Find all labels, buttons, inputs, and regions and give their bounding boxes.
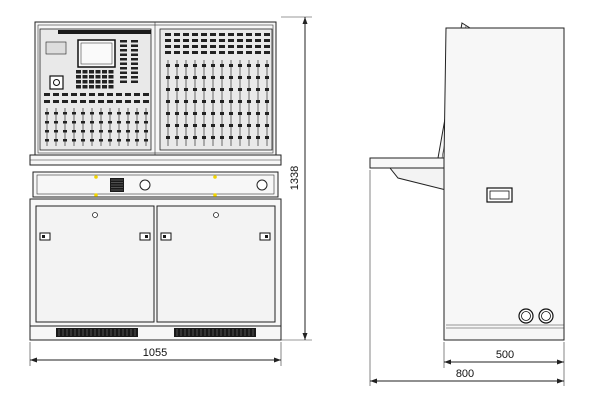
left-ventilation-grille: [56, 328, 138, 337]
left-cabinet-door: [35, 205, 155, 323]
right-ventilation-grille: [174, 328, 256, 337]
front-view: [29, 21, 282, 341]
front-height-label: 1338: [289, 166, 301, 190]
cable-port-icon: [538, 308, 554, 324]
indicator-led-icon: [213, 193, 217, 197]
front-width-label: 1055: [143, 347, 167, 359]
side-cabinet-body: [443, 27, 565, 341]
side-base-depth-label: 500: [496, 349, 514, 361]
side-button-column: [120, 40, 138, 83]
lock-icon: [213, 212, 219, 218]
side-handle-icon: [486, 187, 513, 203]
front-plinth: [29, 325, 282, 341]
keypad: [76, 70, 114, 89]
lock-icon: [92, 212, 98, 218]
header-label-strip: [58, 30, 151, 34]
right-cabinet-door: [156, 205, 276, 323]
front-cabinet: [29, 198, 282, 327]
cable-port-icon: [518, 308, 534, 324]
power-switch-icon: [49, 75, 64, 90]
front-drawer-band: [32, 171, 279, 198]
side-view: [369, 22, 565, 341]
side-desk-top: [369, 157, 447, 169]
side-base-dimension: 500: [443, 342, 565, 386]
indicator-led-icon: [94, 193, 98, 197]
front-upper-console: [34, 21, 277, 156]
connector-port-icon: [256, 179, 268, 191]
right-fader-panel: [159, 28, 273, 151]
side-desk-bracket: [388, 167, 447, 191]
side-total-depth-label: 800: [456, 368, 474, 380]
left-fader-bank: [44, 93, 149, 146]
connector-port-icon: [139, 179, 151, 191]
right-fader-bank: [165, 33, 270, 146]
indicator-led-icon: [213, 175, 217, 179]
front-width-dimension: 1055: [29, 342, 282, 366]
side-total-dimension: 800: [369, 170, 564, 386]
display-screen: [77, 39, 116, 68]
indicator-led-icon: [94, 175, 98, 179]
front-height-dimension: 1338: [281, 16, 312, 341]
